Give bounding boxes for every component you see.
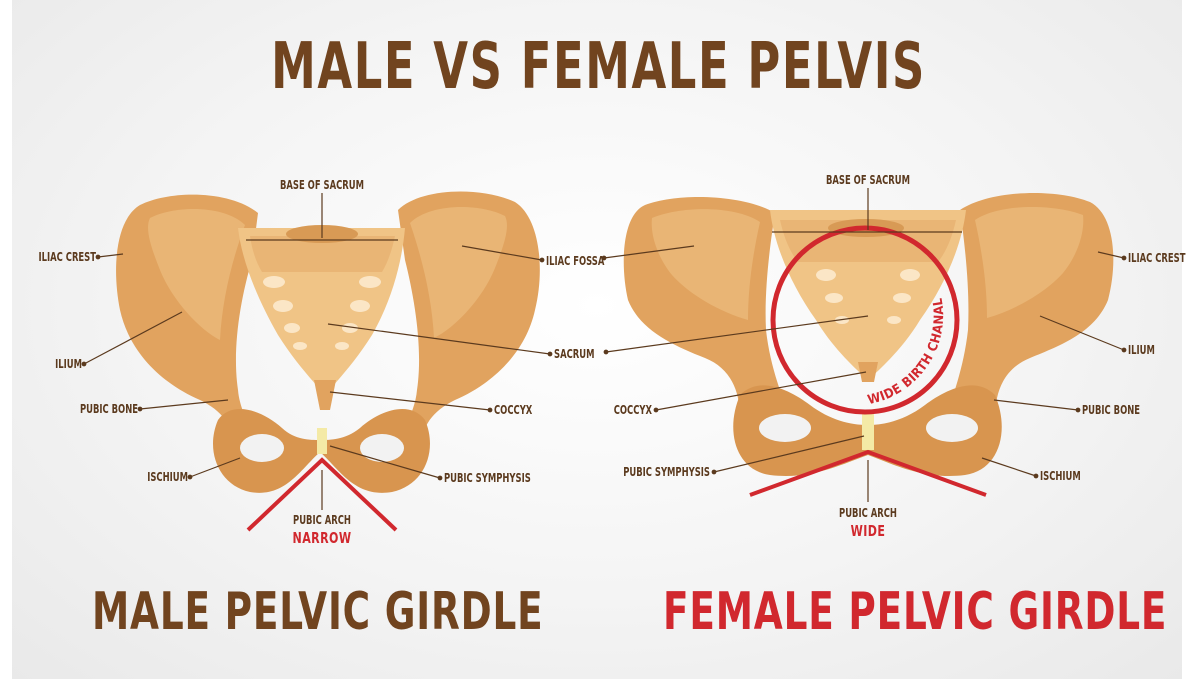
male-label-sacrum: SACRUM — [554, 348, 594, 360]
female-label-coccyx: COCCYX — [533, 404, 652, 416]
male-label-ischium: ISCHIUM — [41, 471, 188, 483]
male-label-base-of-sacrum: BASE OF SACRUM — [275, 179, 369, 191]
male-label-iliac-crest: ILIAC CREST — [21, 251, 96, 263]
female-label-ilium: ILIUM — [1128, 344, 1155, 356]
male-label-pubic-symphysis: PUBIC SYMPHYSIS — [444, 472, 531, 484]
female-girdle-heading: FEMALE PELVIC GIRDLE — [663, 582, 1167, 642]
female-label-ischium: ISCHIUM — [1040, 470, 1081, 482]
female-label-pubic-arch: PUBIC ARCH — [821, 507, 915, 519]
male-label-iliac-fossa: ILIAC FOSSA — [546, 255, 604, 267]
female-label-pubic-symphysis: PUBIC SYMPHYSIS — [593, 466, 710, 478]
male-girdle-heading: MALE PELVIC GIRDLE — [92, 582, 543, 642]
male-label-coccyx: COCCYX — [494, 404, 532, 416]
male-label-ilium: ILIUM — [18, 358, 82, 370]
female-pubic-symphysis — [862, 412, 874, 450]
male-label-pubic-arch: PUBIC ARCH — [275, 514, 369, 526]
female-label-pubic-bone: PUBIC BONE — [1082, 404, 1140, 416]
male-pubic-symphysis — [317, 428, 327, 454]
male-label-pubic-bone: PUBIC BONE — [30, 403, 138, 415]
page-title: MALE VS FEMALE PELVIS — [132, 30, 1066, 104]
female-label-base-of-sacrum: BASE OF SACRUM — [821, 174, 915, 186]
female-arch-type: WIDE — [819, 522, 917, 540]
female-label-iliac-crest: ILIAC CREST — [1128, 252, 1185, 264]
female-pelvis: WIDE BIRTH CHANAL — [602, 188, 1126, 502]
male-arch-type: NARROW — [273, 529, 371, 547]
